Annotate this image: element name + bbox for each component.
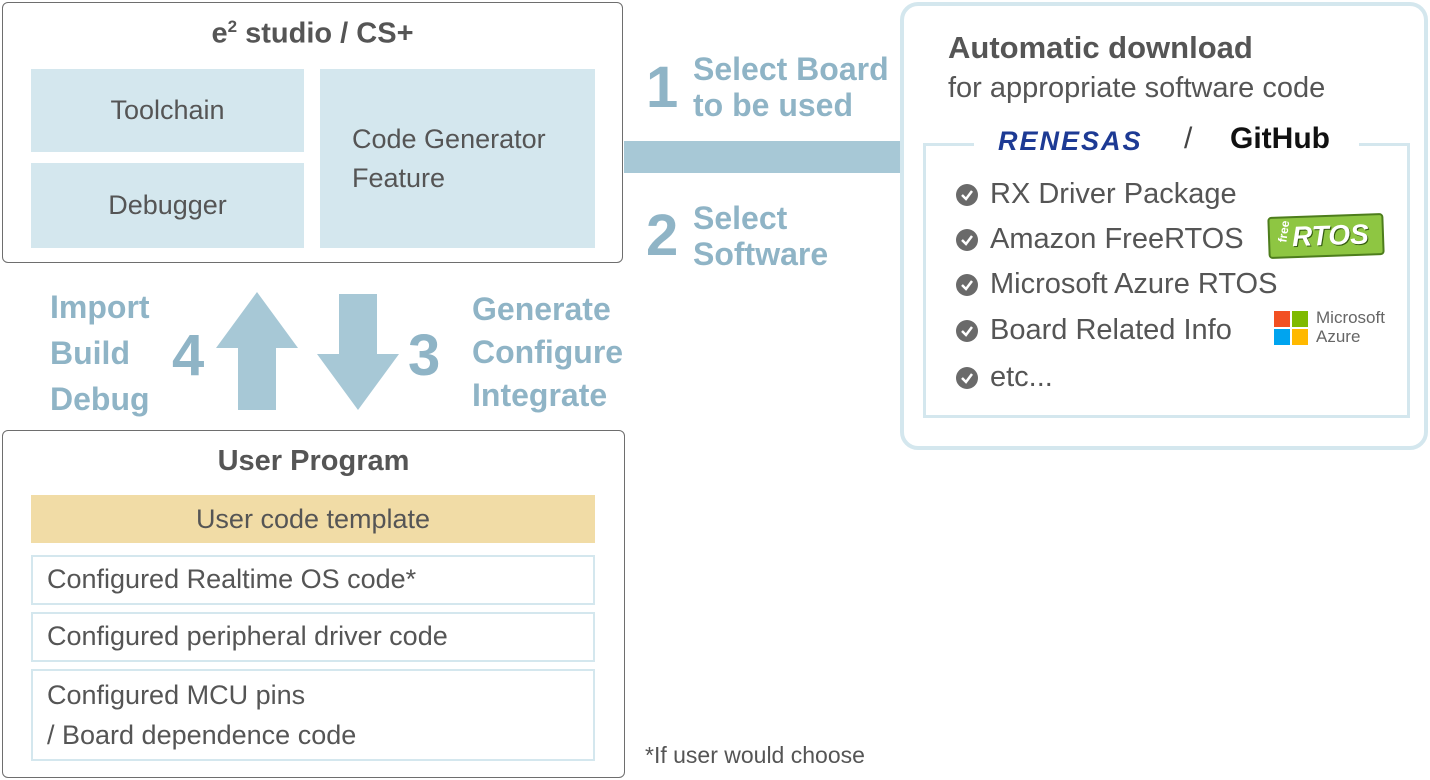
software-list-box [923, 143, 1410, 418]
code-generator-label: Code Generator [352, 123, 546, 154]
github-logo: GitHub [1230, 122, 1330, 155]
step-1-number: 1 [646, 55, 679, 120]
software-item: Board Related Info [956, 314, 1232, 347]
step-2-text: Select Software [693, 200, 829, 272]
check-circle-icon [956, 183, 978, 206]
freertos-logo-icon: free RTOS [1267, 212, 1385, 260]
step-4-number: 4 [172, 323, 205, 388]
step-2-number: 2 [646, 203, 679, 268]
arrow-down-icon [317, 294, 399, 410]
download-title: Automatic download [948, 30, 1253, 65]
check-circle-icon [956, 273, 978, 296]
realtime-os-code-row: Configured Realtime OS code* [31, 555, 595, 605]
feature-label: Feature [352, 162, 446, 193]
connector-bar [624, 141, 902, 173]
vendor-logos: RENESAS / GitHub [974, 116, 1359, 166]
debugger-label: Debugger [108, 190, 227, 220]
toolchain-panel: Toolchain [31, 69, 304, 152]
logo-separator: / [1184, 122, 1193, 155]
renesas-logo: RENESAS [998, 126, 1143, 156]
microsoft-azure-text: Microsoft Azure [1316, 308, 1385, 346]
user-program-box: User Program User code template Configur… [2, 430, 625, 778]
debugger-panel: Debugger [31, 163, 304, 248]
automatic-download-box: Automatic download for appropriate softw… [900, 2, 1428, 450]
check-circle-icon [956, 228, 978, 251]
user-program-title: User Program [217, 445, 410, 477]
toolchain-label: Toolchain [110, 95, 225, 125]
step-4-text: Import Build Debug [50, 289, 150, 417]
software-item: Amazon FreeRTOS [956, 223, 1244, 256]
check-circle-icon [956, 319, 978, 342]
software-item: etc... [956, 361, 1053, 394]
ide-box: e2 studio / CS+ Toolchain Debugger Code … [2, 2, 623, 263]
ide-title: e2 studio / CS+ [211, 17, 414, 50]
step-3-number: 3 [408, 323, 441, 388]
user-code-template: User code template [31, 495, 595, 543]
check-circle-icon [956, 366, 978, 389]
microsoft-logo-icon [1274, 311, 1308, 345]
footnote: *If user would choose [645, 742, 865, 768]
mcu-pins-code-row: Configured MCU pins / Board dependence c… [31, 669, 595, 761]
software-item: RX Driver Package [956, 178, 1237, 211]
step-1-text: Select Board to be used [693, 51, 889, 123]
step-3-text: Generate Configure Integrate [472, 291, 624, 413]
code-generator-panel: Code Generator Feature [320, 69, 595, 248]
software-item: Microsoft Azure RTOS [956, 268, 1277, 301]
arrow-up-icon [216, 292, 298, 410]
download-subtitle: for appropriate software code [948, 72, 1326, 104]
peripheral-driver-code-row: Configured peripheral driver code [31, 612, 595, 662]
